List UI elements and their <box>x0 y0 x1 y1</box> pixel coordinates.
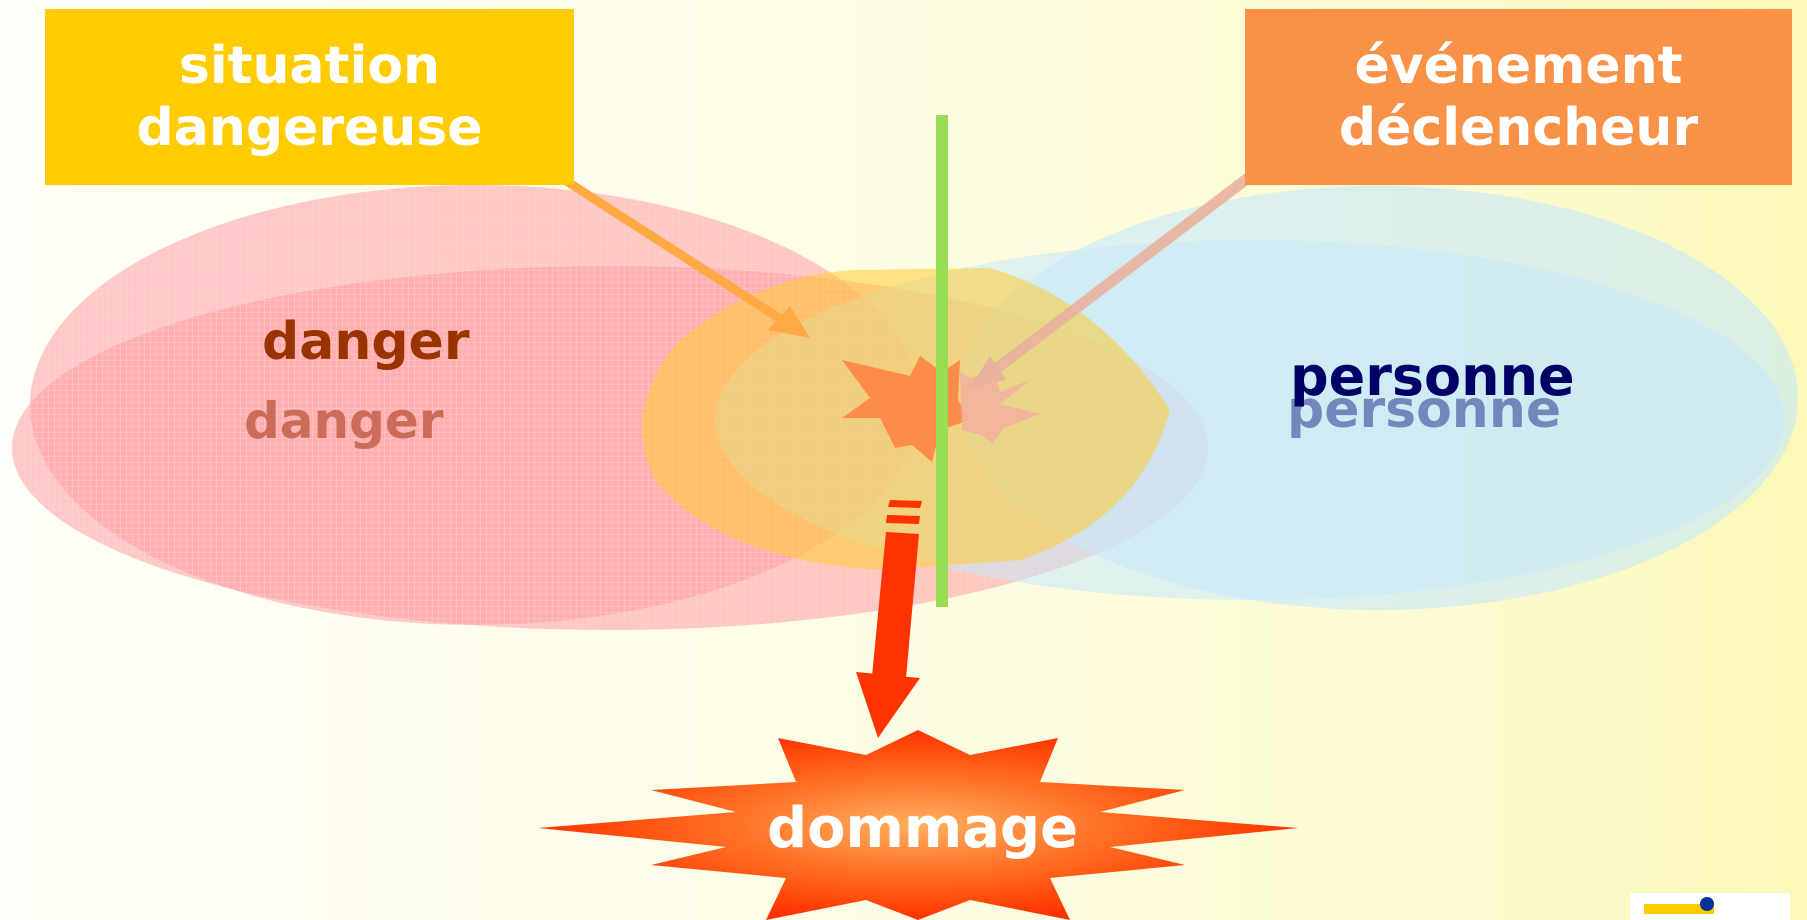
arrow-evenement <box>970 173 1252 388</box>
personne-shadow-label: personne <box>1287 380 1562 440</box>
impact-arrow <box>856 500 922 738</box>
arrow-situation <box>557 173 810 338</box>
situation-dangereuse-box: situation dangereuse <box>45 9 574 185</box>
danger-label: danger <box>262 312 470 372</box>
situation-line1: situation <box>178 36 441 96</box>
separator-line <box>936 115 948 607</box>
situation-line2: dangereuse <box>136 98 483 158</box>
impact-star-right-icon <box>960 372 1040 444</box>
evenement-declencheur-box: événement déclencheur <box>1245 9 1792 185</box>
dommage-label: dommage <box>767 796 1079 861</box>
evenement-line2: déclencheur <box>1338 98 1699 158</box>
evenement-line1: événement <box>1354 36 1683 96</box>
dommage-burst-icon <box>538 730 1298 920</box>
corner-logo <box>1630 893 1790 920</box>
logo-bar <box>1644 904 1714 914</box>
personne-label: personne <box>1290 345 1575 408</box>
danger-shadow-label: danger <box>244 392 444 450</box>
logo-dot-icon <box>1700 897 1714 911</box>
